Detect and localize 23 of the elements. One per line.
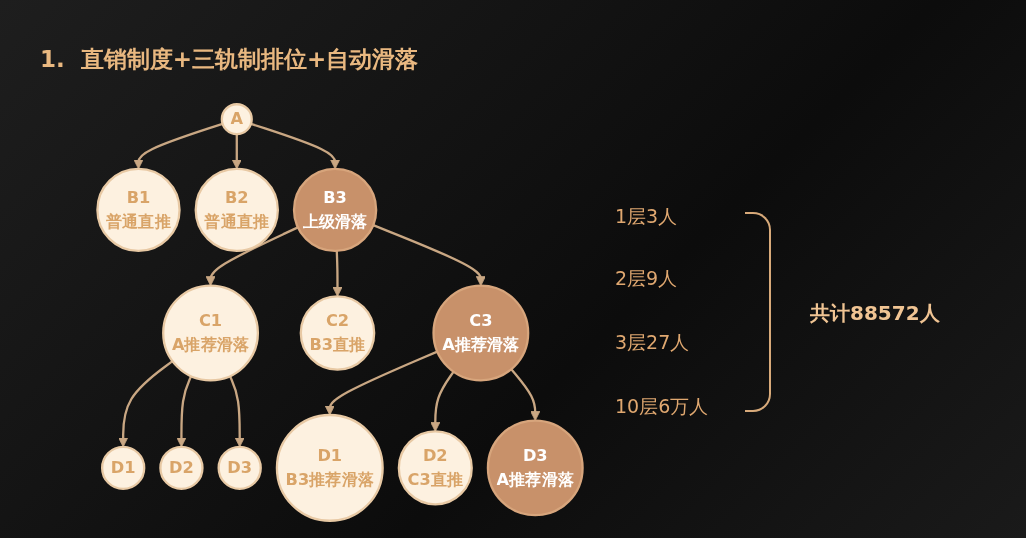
node-circle: D3 A推荐滑落 (486, 419, 584, 517)
arrow (510, 368, 541, 421)
title: 1. 直销制度+三轨制排位+自动滑落 (40, 45, 419, 74)
node-circle: C2 B3直推 (299, 295, 376, 371)
node-circle: D3 (217, 445, 262, 491)
arrow (332, 250, 343, 297)
node-circle: D2 C3直推 (397, 430, 473, 506)
level-count: 10层6万人 (615, 394, 709, 419)
node-circle: D2 (159, 445, 204, 491)
node-circle: D1 B3推荐滑落 (275, 413, 384, 522)
node-circle: C1 A推荐滑落 (162, 284, 260, 382)
node-circle: B1 普通直推 (96, 167, 181, 253)
total-count: 共计88572人 (810, 300, 940, 327)
level-count: 3层27人 (615, 330, 690, 355)
arrow (324, 350, 438, 416)
level-count: 1层3人 (615, 204, 678, 229)
arrow (430, 371, 455, 432)
node-circle: A (220, 103, 253, 136)
node-circle: B3 上级滑落 (292, 167, 378, 253)
node-circle: B2 普通直推 (194, 167, 279, 253)
level-count: 2层9人 (615, 266, 678, 291)
node-circle: D1 (100, 445, 146, 491)
node-circle: C3 A推荐滑落 (432, 284, 530, 382)
